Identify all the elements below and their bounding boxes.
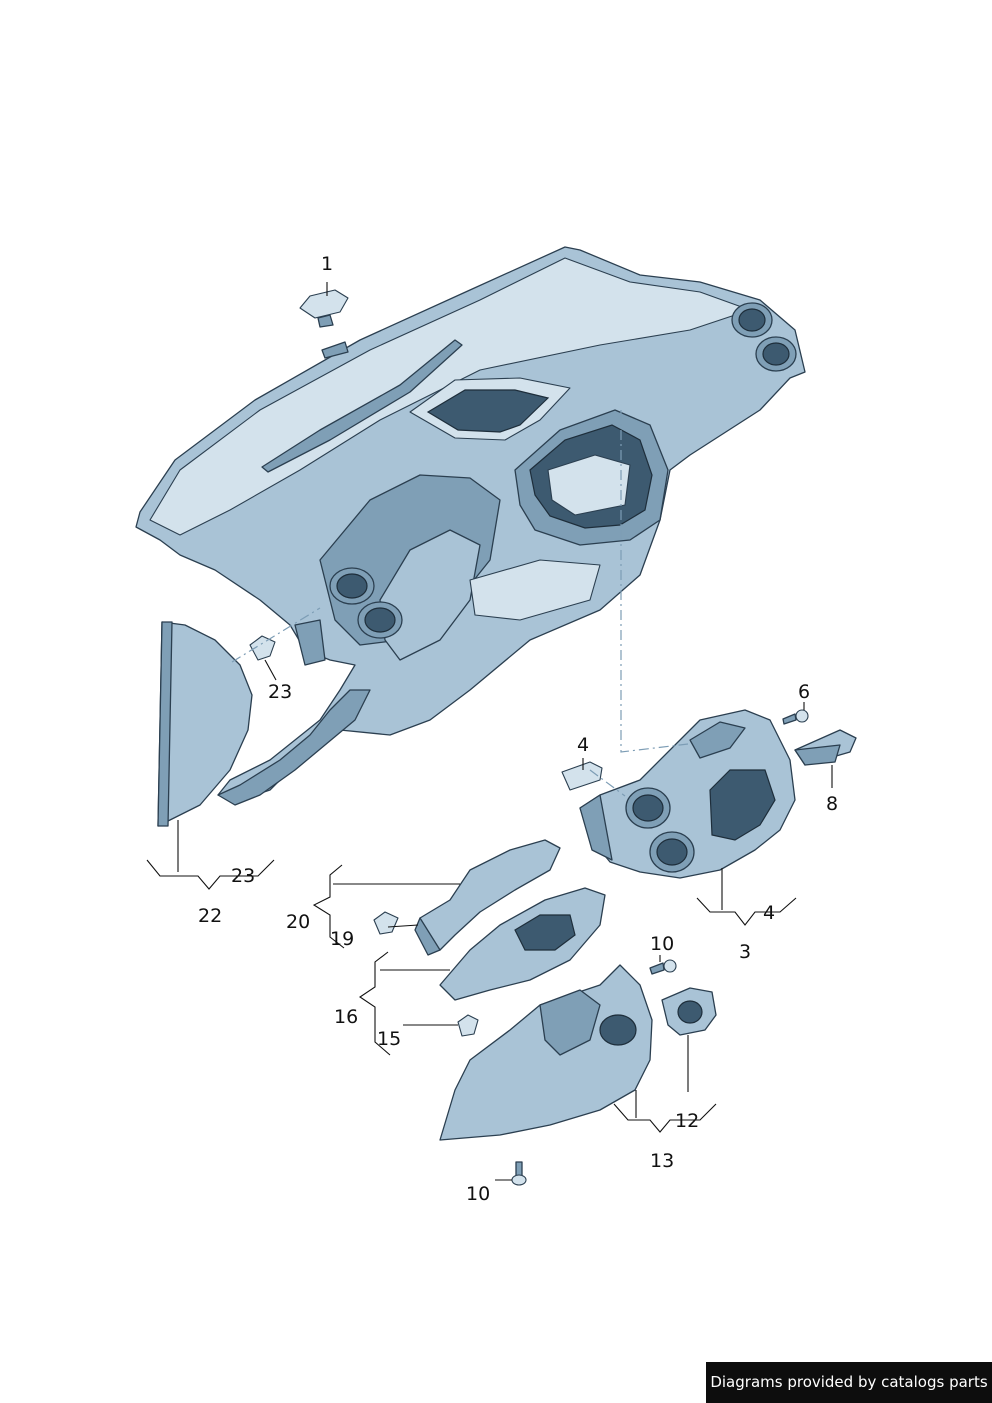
part-13-knee-panel	[439, 964, 653, 1141]
callout-15: 15	[377, 1028, 401, 1050]
part-16-lower-shroud	[439, 887, 606, 1001]
callout-22: 22	[198, 905, 222, 927]
callout-4-upper: 4	[577, 734, 589, 756]
part-23-clip	[249, 635, 276, 661]
part-8-switch	[794, 729, 857, 766]
part-12-ignition-ring	[661, 987, 717, 1036]
callout-8: 8	[826, 793, 838, 815]
callout-13: 13	[650, 1150, 674, 1172]
part-3-center-trim	[579, 709, 796, 879]
callout-1: 1	[321, 253, 333, 275]
callout-20: 20	[286, 911, 310, 933]
callout-23-upper: 23	[268, 681, 292, 703]
callout-6: 6	[798, 681, 810, 703]
part-1-cap	[299, 289, 349, 359]
callout-19: 19	[330, 928, 354, 950]
part-6-screw	[782, 709, 809, 725]
callout-3: 3	[739, 941, 751, 963]
part-15-clip	[457, 1014, 479, 1037]
part-20-upper-shroud	[414, 839, 561, 956]
part-10-screw-upper	[649, 959, 677, 975]
callout-10-upper: 10	[650, 933, 674, 955]
callout-16: 16	[334, 1006, 358, 1028]
part-22-side-cover	[157, 621, 253, 827]
callout-10-lower: 10	[466, 1183, 490, 1205]
callout-4-lower: 4	[763, 902, 775, 924]
attribution-footer: Diagrams provided by catalogs parts	[706, 1362, 992, 1403]
part-19-clip	[373, 911, 399, 935]
assembly-guide-lines	[231, 410, 689, 797]
leader-lines	[146, 282, 833, 1181]
callout-12: 12	[675, 1110, 699, 1132]
part-10-screw-lower	[511, 1161, 527, 1186]
callout-23-lower: 23	[231, 865, 255, 887]
part-4-clip	[561, 761, 603, 791]
